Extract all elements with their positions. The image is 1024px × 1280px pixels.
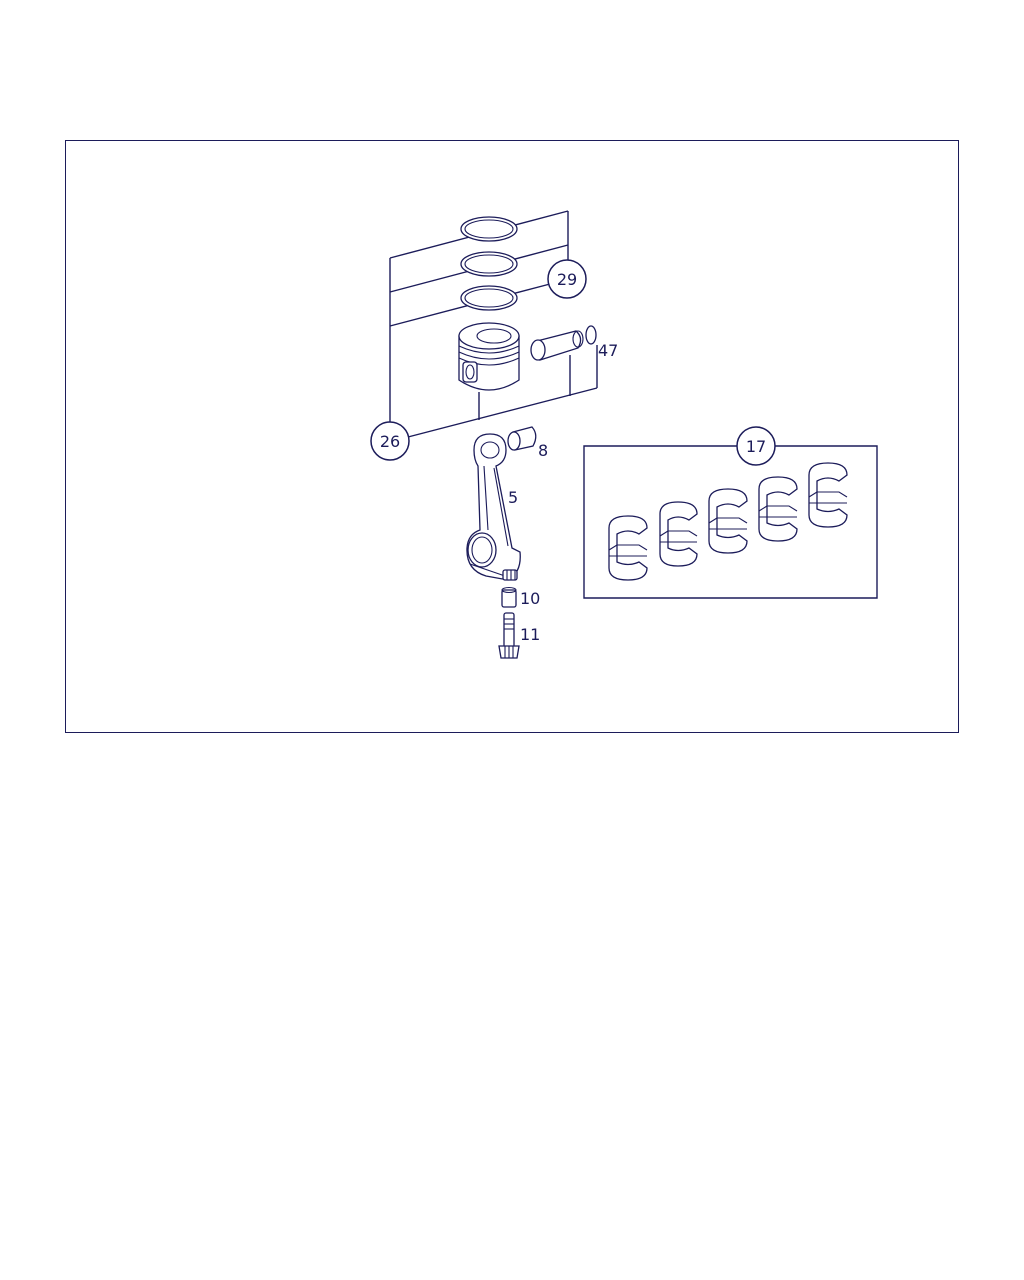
diagram-frame <box>65 140 959 733</box>
bearing-shell-1 <box>608 515 648 581</box>
piston-ring-middle <box>460 251 518 277</box>
label-10: 10 <box>520 589 540 608</box>
piston-ring-top <box>460 216 518 242</box>
bearing-set-box <box>583 445 878 599</box>
piston-ring-bottom <box>460 285 518 311</box>
callout-26-label: 26 <box>380 432 400 451</box>
bearing-shell-2 <box>659 501 698 567</box>
callout-17-label: 17 <box>746 437 766 456</box>
piston-pin <box>530 330 584 361</box>
callout-29: 29 <box>547 259 587 299</box>
conrod-bushing <box>507 426 537 451</box>
connecting-rod <box>466 433 521 581</box>
bearing-shell-5 <box>808 462 848 528</box>
conrod-bolt <box>498 612 520 659</box>
callout-29-label: 29 <box>557 270 577 289</box>
label-47: 47 <box>598 341 618 360</box>
circlip <box>585 325 597 345</box>
piston <box>458 322 520 391</box>
callout-17: 17 <box>736 426 776 466</box>
leader-lines <box>389 210 598 438</box>
label-8: 8 <box>538 441 548 460</box>
bearing-shell-4 <box>758 476 798 542</box>
label-11: 11 <box>520 625 540 644</box>
callout-26: 26 <box>370 421 410 461</box>
label-5: 5 <box>508 488 518 507</box>
bearing-shell-3 <box>708 488 748 554</box>
bolt-sleeve <box>501 586 517 608</box>
